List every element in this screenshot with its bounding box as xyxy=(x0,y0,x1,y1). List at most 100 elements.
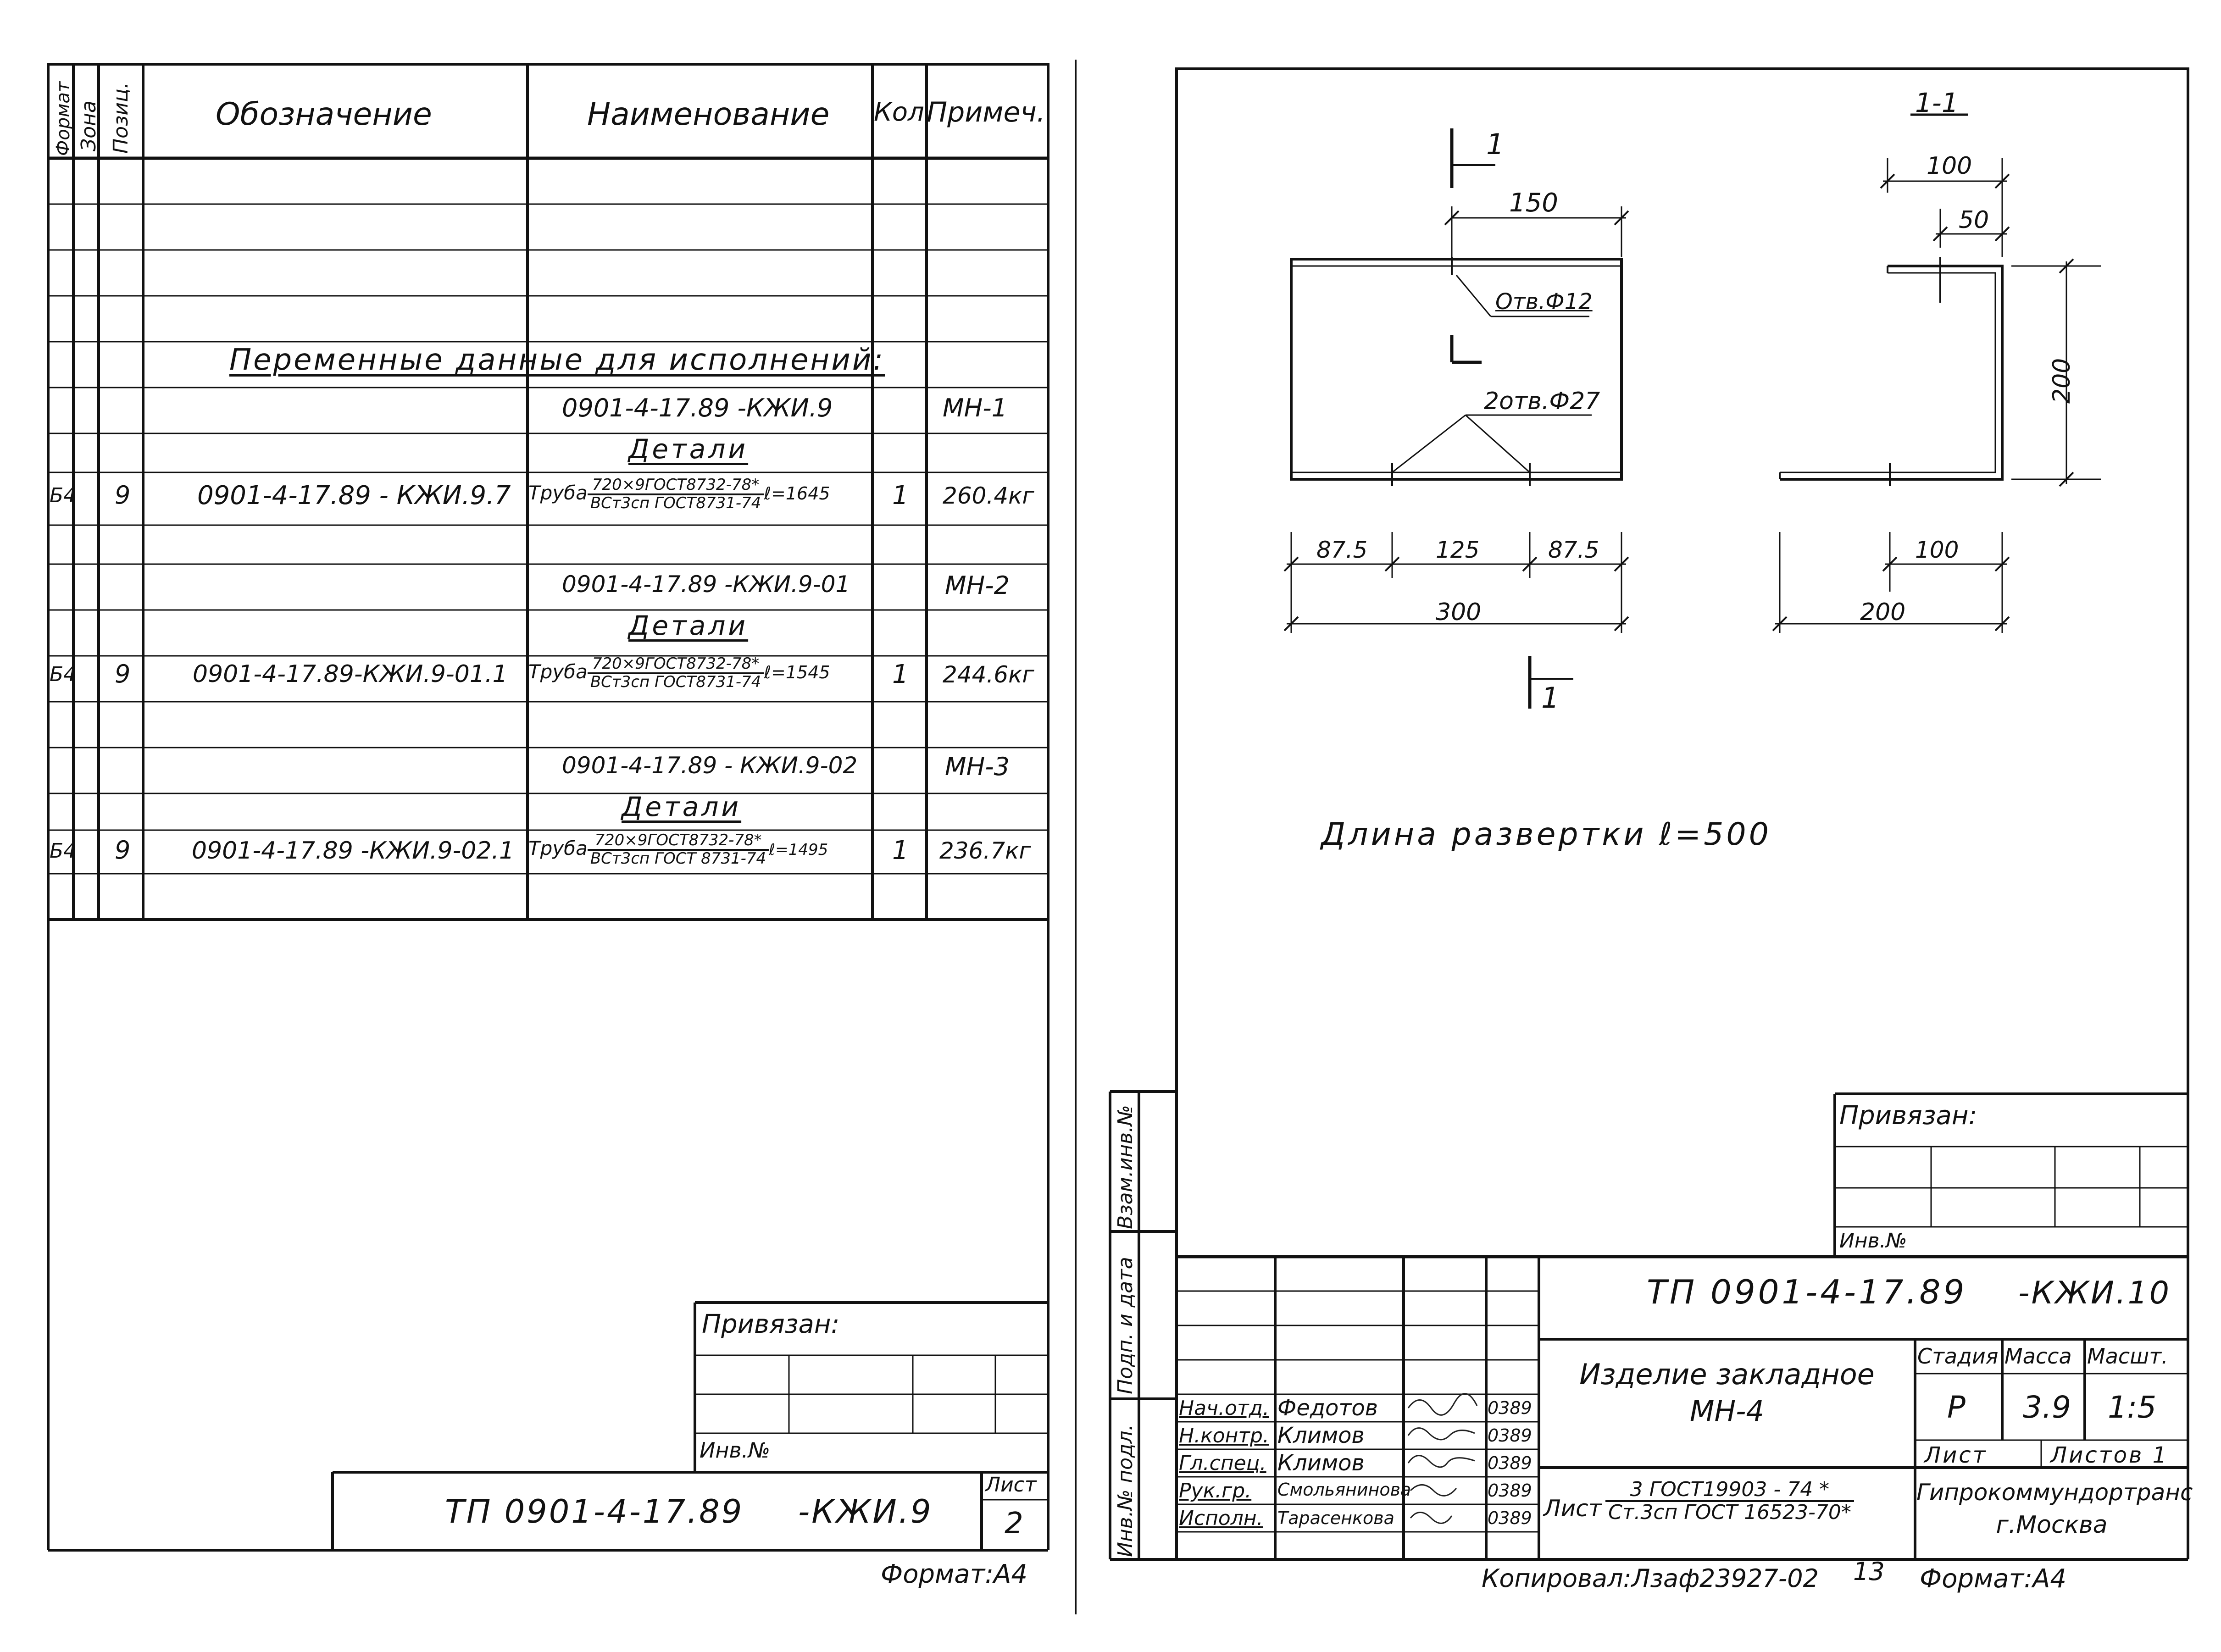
sig-role-4: Рук.гр. xyxy=(1179,1479,1252,1502)
left-sheet-code-suffix: -КЖИ.9 xyxy=(798,1493,933,1530)
dim-87-5-left: 87.5 xyxy=(1316,537,1368,563)
variant-1-doc: 0901-4-17.89 -КЖИ.9 xyxy=(562,394,833,422)
dim-125: 125 xyxy=(1436,537,1480,563)
mass-label: Масса xyxy=(2004,1344,2072,1369)
sig-date-3: 0389 xyxy=(1488,1453,1532,1473)
variant-3-mass: 236.7кг xyxy=(939,837,1031,864)
side-replace-inv: Взам.инв.№ xyxy=(1114,1105,1137,1229)
header-format: Формат xyxy=(53,81,74,156)
variant-2-mass: 244.6кг xyxy=(943,661,1034,688)
develop-length: Длина развертки ℓ=500 xyxy=(1321,816,1771,853)
copied-label: Копировал:Лзаф xyxy=(1482,1564,1700,1593)
variant-3-designation: 0901-4-17.89 -КЖИ.9-02.1 xyxy=(192,837,515,865)
variable-data-title: Переменные данные для исполнений: xyxy=(229,343,885,377)
sig-name-2: Климов xyxy=(1277,1423,1365,1448)
dim-50: 50 xyxy=(1959,206,1989,234)
variant-1-mark: МН-1 xyxy=(943,394,1008,422)
header-designation: Обозначение xyxy=(216,96,432,133)
dim-300: 300 xyxy=(1436,599,1482,626)
scale-value: 1:5 xyxy=(2108,1390,2157,1425)
title-line-2: МН-4 xyxy=(1690,1394,1764,1428)
variant-3-pos: 9 xyxy=(115,836,131,865)
stage-label: Стадия xyxy=(1917,1344,1999,1369)
left-format-label: Формат:А4 xyxy=(881,1559,1028,1589)
dim-100-bottom: 100 xyxy=(1915,537,1959,563)
sheets-label: Листов 1 xyxy=(2050,1442,2169,1468)
variant-2-doc: 0901-4-17.89 -КЖИ.9-01 xyxy=(562,571,850,598)
header-name: Наименование xyxy=(587,96,830,133)
right-sheet-code: ТП 0901-4-17.89 xyxy=(1647,1273,1967,1311)
variant-2-format: Б4 xyxy=(50,663,77,686)
organization-line-1: Гипрокоммундортранс xyxy=(1916,1479,2193,1506)
sig-date-2: 0389 xyxy=(1488,1425,1532,1446)
side-sign-date: Подп. и дата xyxy=(1114,1257,1137,1394)
dim-200-bottom: 200 xyxy=(1860,599,1906,626)
copied-signature: Лзаф xyxy=(1631,1564,1700,1593)
sig-role-2: Н.контр. xyxy=(1179,1424,1269,1447)
variant-3-details: Детали xyxy=(622,791,742,822)
left-sheet-label: Лист xyxy=(985,1473,1037,1497)
right-inv-label: Инв.№ xyxy=(1839,1229,1907,1253)
dim-150: 150 xyxy=(1509,188,1558,218)
variant-2-qty: 1 xyxy=(892,660,909,689)
material-num: 3 ГОСТ19903 - 74 * xyxy=(1605,1479,1854,1502)
variant-2-details: Детали xyxy=(628,610,749,641)
sig-name-3: Климов xyxy=(1277,1450,1365,1476)
material-label: Лист xyxy=(1544,1495,1602,1522)
right-bound-label: Привязан: xyxy=(1839,1101,1977,1131)
right-sheet-code-suffix: -КЖИ.10 xyxy=(2018,1275,2171,1311)
header-zone: Зона xyxy=(77,100,100,151)
sheets-total: 1 xyxy=(2152,1442,2169,1468)
side-inv-orig: Инв.№ подл. xyxy=(1114,1424,1137,1557)
sig-role-3: Гл.спец. xyxy=(1179,1452,1266,1475)
page-number: 13 xyxy=(1853,1557,1885,1586)
cut-mark-top: 1 xyxy=(1486,128,1505,161)
variant-1-qty: 1 xyxy=(892,481,909,510)
variant-2-pos: 9 xyxy=(115,660,131,688)
archive-number: 23927-02 xyxy=(1699,1564,1819,1593)
sig-role-1: Нач.отд. xyxy=(1179,1397,1269,1420)
left-inv-label: Инв.№ xyxy=(700,1438,771,1463)
material-fraction: 3 ГОСТ19903 - 74 *Ст.3сп ГОСТ 16523-70* xyxy=(1605,1479,1854,1523)
header-qty: Кол. xyxy=(874,97,933,127)
hole-small-label: Отв.Ф12 xyxy=(1495,289,1593,315)
sig-date-5: 0389 xyxy=(1488,1508,1532,1528)
variant-3-format: Б4 xyxy=(50,839,77,863)
variant-3-mark: МН-3 xyxy=(945,752,1010,781)
left-bound-label: Привязан: xyxy=(702,1309,840,1339)
variant-1-details: Детали xyxy=(628,433,749,465)
section-title: 1-1 xyxy=(1915,87,1959,118)
scale-label: Масшт. xyxy=(2087,1344,2168,1369)
variant-2-mark: МН-2 xyxy=(945,571,1010,600)
variant-2-designation: 0901-4-17.89-КЖИ.9-01.1 xyxy=(193,660,508,688)
dim-100-top: 100 xyxy=(1927,152,1972,180)
mass-value: 3.9 xyxy=(2023,1390,2071,1425)
right-format-label: Формат:А4 xyxy=(1920,1564,2067,1594)
variant-1-mass: 260.4кг xyxy=(943,482,1034,509)
variant-3-doc: 0901-4-17.89 - КЖИ.9-02 xyxy=(562,752,858,779)
dim-87-5-right: 87.5 xyxy=(1548,537,1599,563)
stage-value: Р xyxy=(1947,1390,1966,1425)
title-line-1: Изделие закладное xyxy=(1579,1358,1875,1391)
material-den: Ст.3сп ГОСТ 16523-70* xyxy=(1608,1501,1851,1524)
left-sheet-number: 2 xyxy=(1005,1507,1023,1541)
organization-line-2: г.Москва xyxy=(1996,1511,2108,1539)
header-note: Примеч. xyxy=(927,96,1045,128)
header-position: Позиц. xyxy=(109,82,133,154)
variant-1-pos: 9 xyxy=(115,481,131,510)
sig-name-4: Смольянинова xyxy=(1277,1480,1411,1500)
sig-name-1: Федотов xyxy=(1277,1395,1378,1421)
variant-1-designation: 0901-4-17.89 - КЖИ.9.7 xyxy=(197,481,511,510)
dim-200-vertical: 200 xyxy=(2048,358,2076,404)
sig-name-5: Тарасенкова xyxy=(1277,1508,1394,1528)
sig-date-1: 0389 xyxy=(1488,1398,1532,1418)
variant-1-format: Б4 xyxy=(50,484,77,507)
cut-mark-bottom: 1 xyxy=(1541,681,1560,715)
sheet-label: Лист xyxy=(1924,1442,1988,1468)
sig-role-5: Исполн. xyxy=(1179,1507,1263,1530)
signature-scribbles xyxy=(1407,1393,1478,1524)
